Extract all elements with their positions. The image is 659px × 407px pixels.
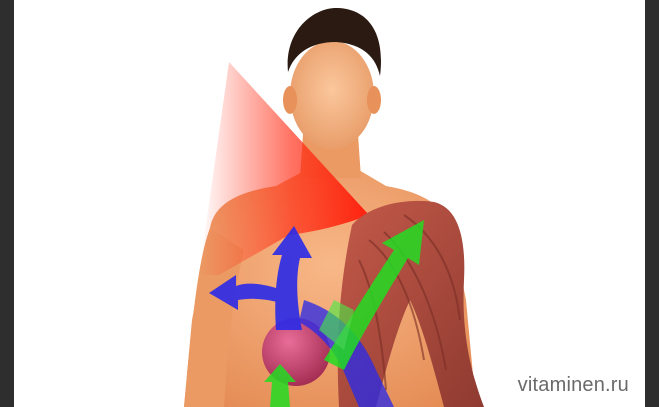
image-canvas: vitaminen.ru xyxy=(14,0,645,407)
watermark-text: vitaminen.ru xyxy=(518,374,629,397)
right-ear-shape xyxy=(367,86,381,114)
head-shape xyxy=(290,41,374,149)
anatomy-illustration xyxy=(14,0,645,407)
left-ear-shape xyxy=(283,86,297,114)
